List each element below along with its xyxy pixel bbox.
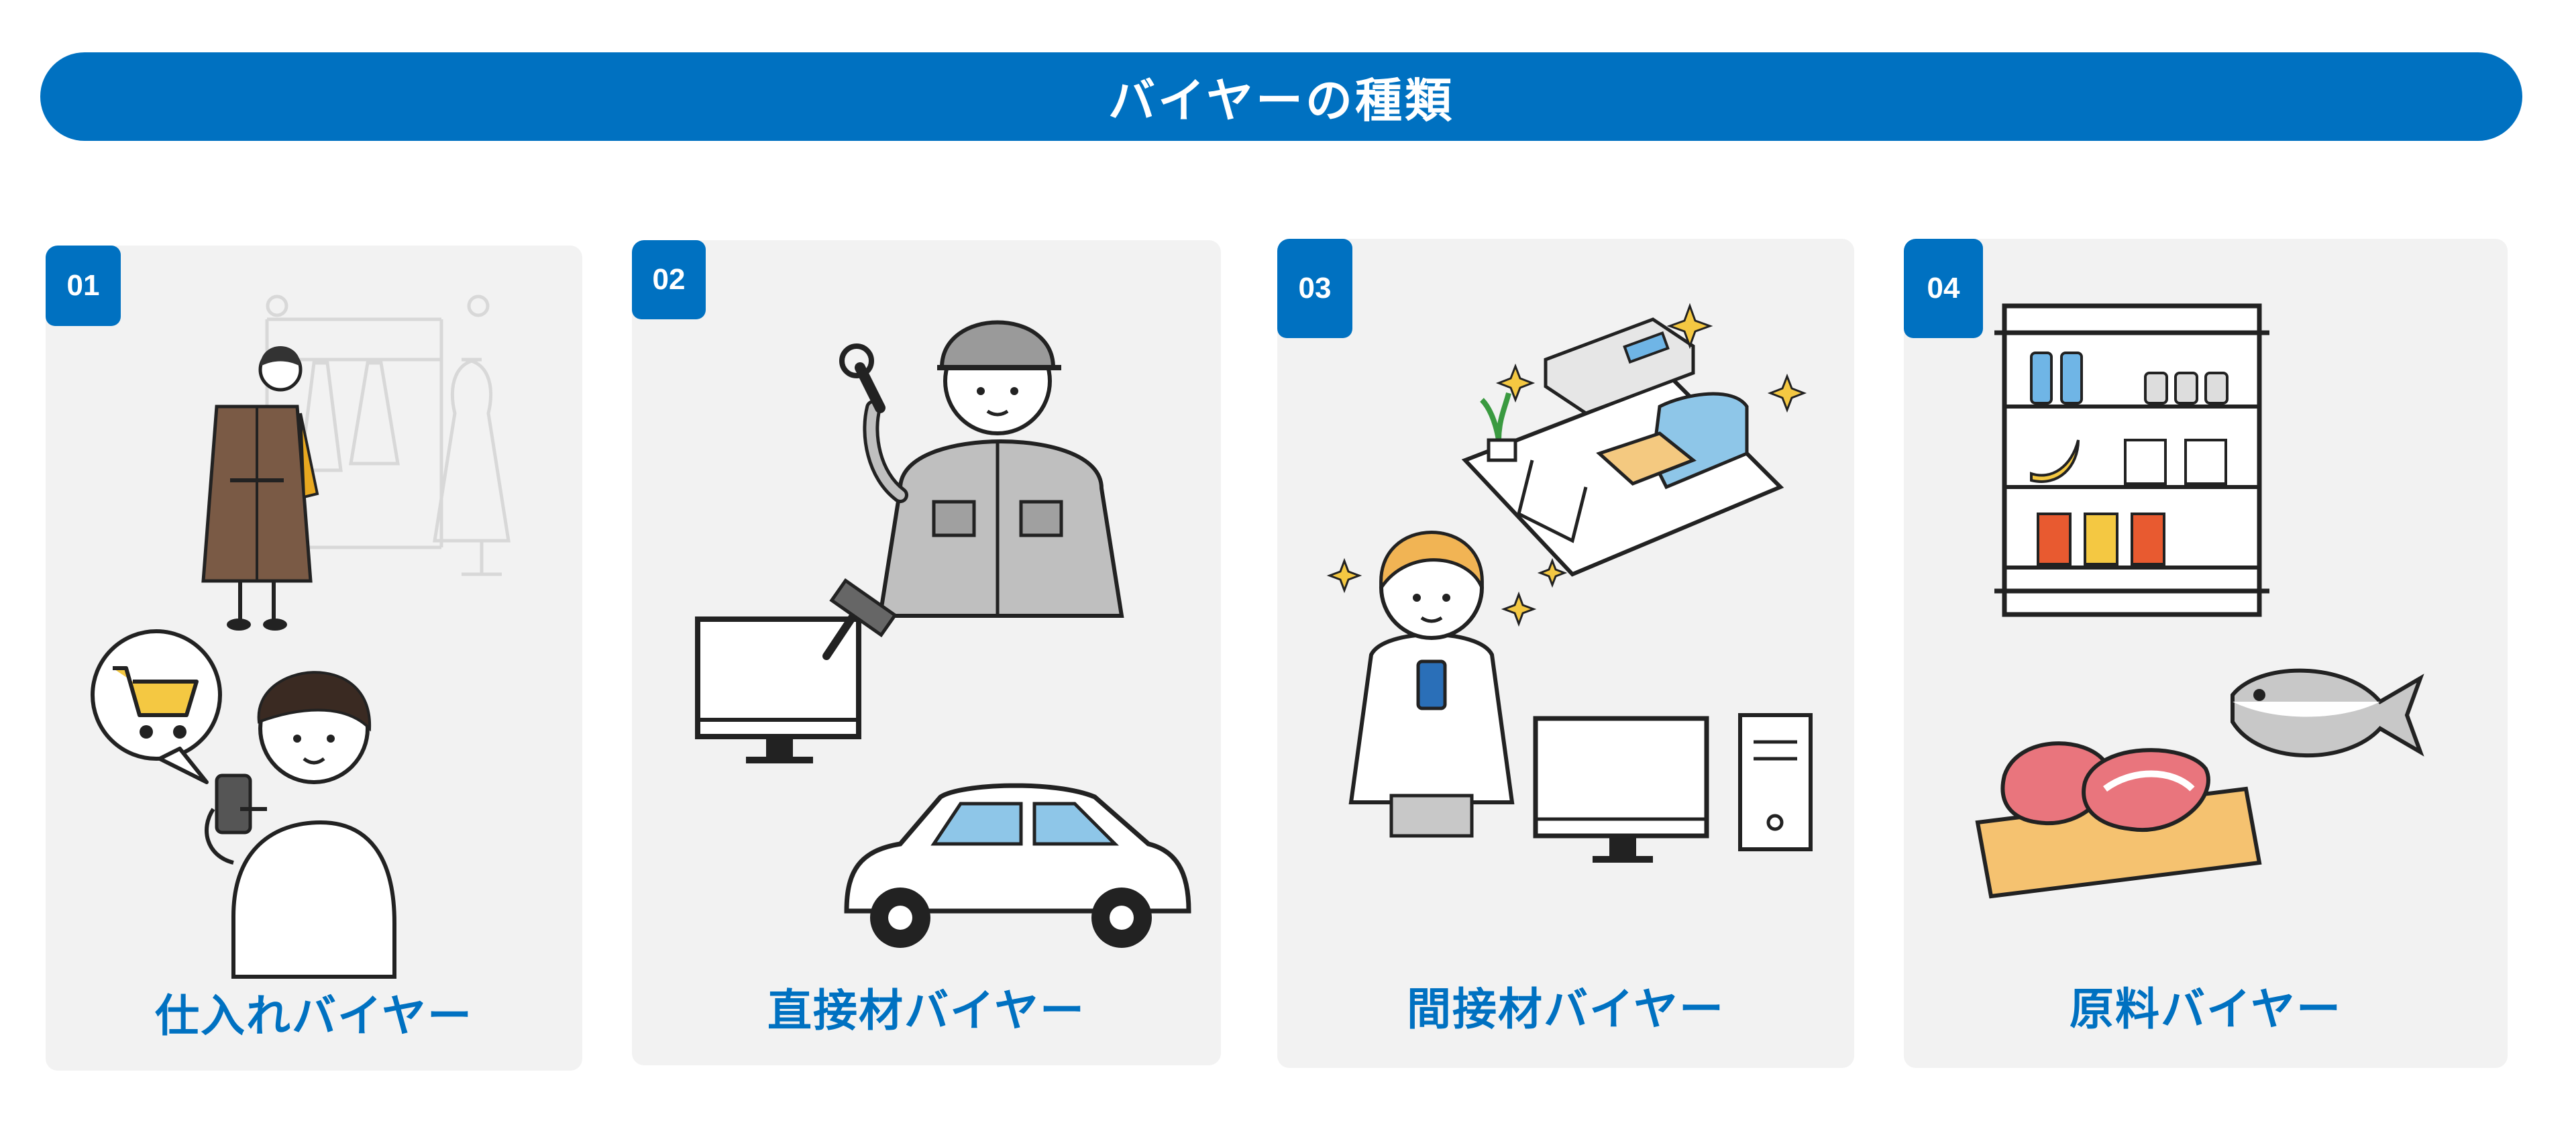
card-raw-materials-buyer[interactable]: 04 原料バイヤー bbox=[1904, 239, 2508, 1068]
card-number-badge: 01 bbox=[46, 246, 121, 326]
card-direct-materials-buyer[interactable]: 02 直接材バイヤー bbox=[632, 240, 1221, 1065]
direct-materials-buyer-illustration bbox=[695, 320, 1191, 948]
section-title: バイヤーの種類 bbox=[1108, 72, 1454, 128]
card-title: 仕入れバイヤー bbox=[154, 990, 474, 1042]
purchasing-buyer-illustration bbox=[91, 294, 511, 979]
card-purchasing-buyer[interactable]: 01 仕入れバイヤー bbox=[46, 246, 582, 1071]
card-indirect-materials-buyer[interactable]: 03 間接材バイヤー bbox=[1277, 239, 1854, 1068]
indirect-materials-buyer-illustration bbox=[1326, 303, 1813, 863]
section-banner: バイヤーの種類 bbox=[40, 52, 2522, 141]
card-title: 直接材バイヤー bbox=[767, 985, 1086, 1036]
card-title: 間接材バイヤー bbox=[1406, 983, 1725, 1035]
card-number-badge: 02 bbox=[632, 240, 706, 319]
card-number-badge: 03 bbox=[1277, 239, 1352, 338]
card-number-badge: 04 bbox=[1904, 239, 1983, 338]
card-title: 原料バイヤー bbox=[2069, 983, 2343, 1035]
raw-materials-buyer-illustration bbox=[1975, 303, 2424, 899]
